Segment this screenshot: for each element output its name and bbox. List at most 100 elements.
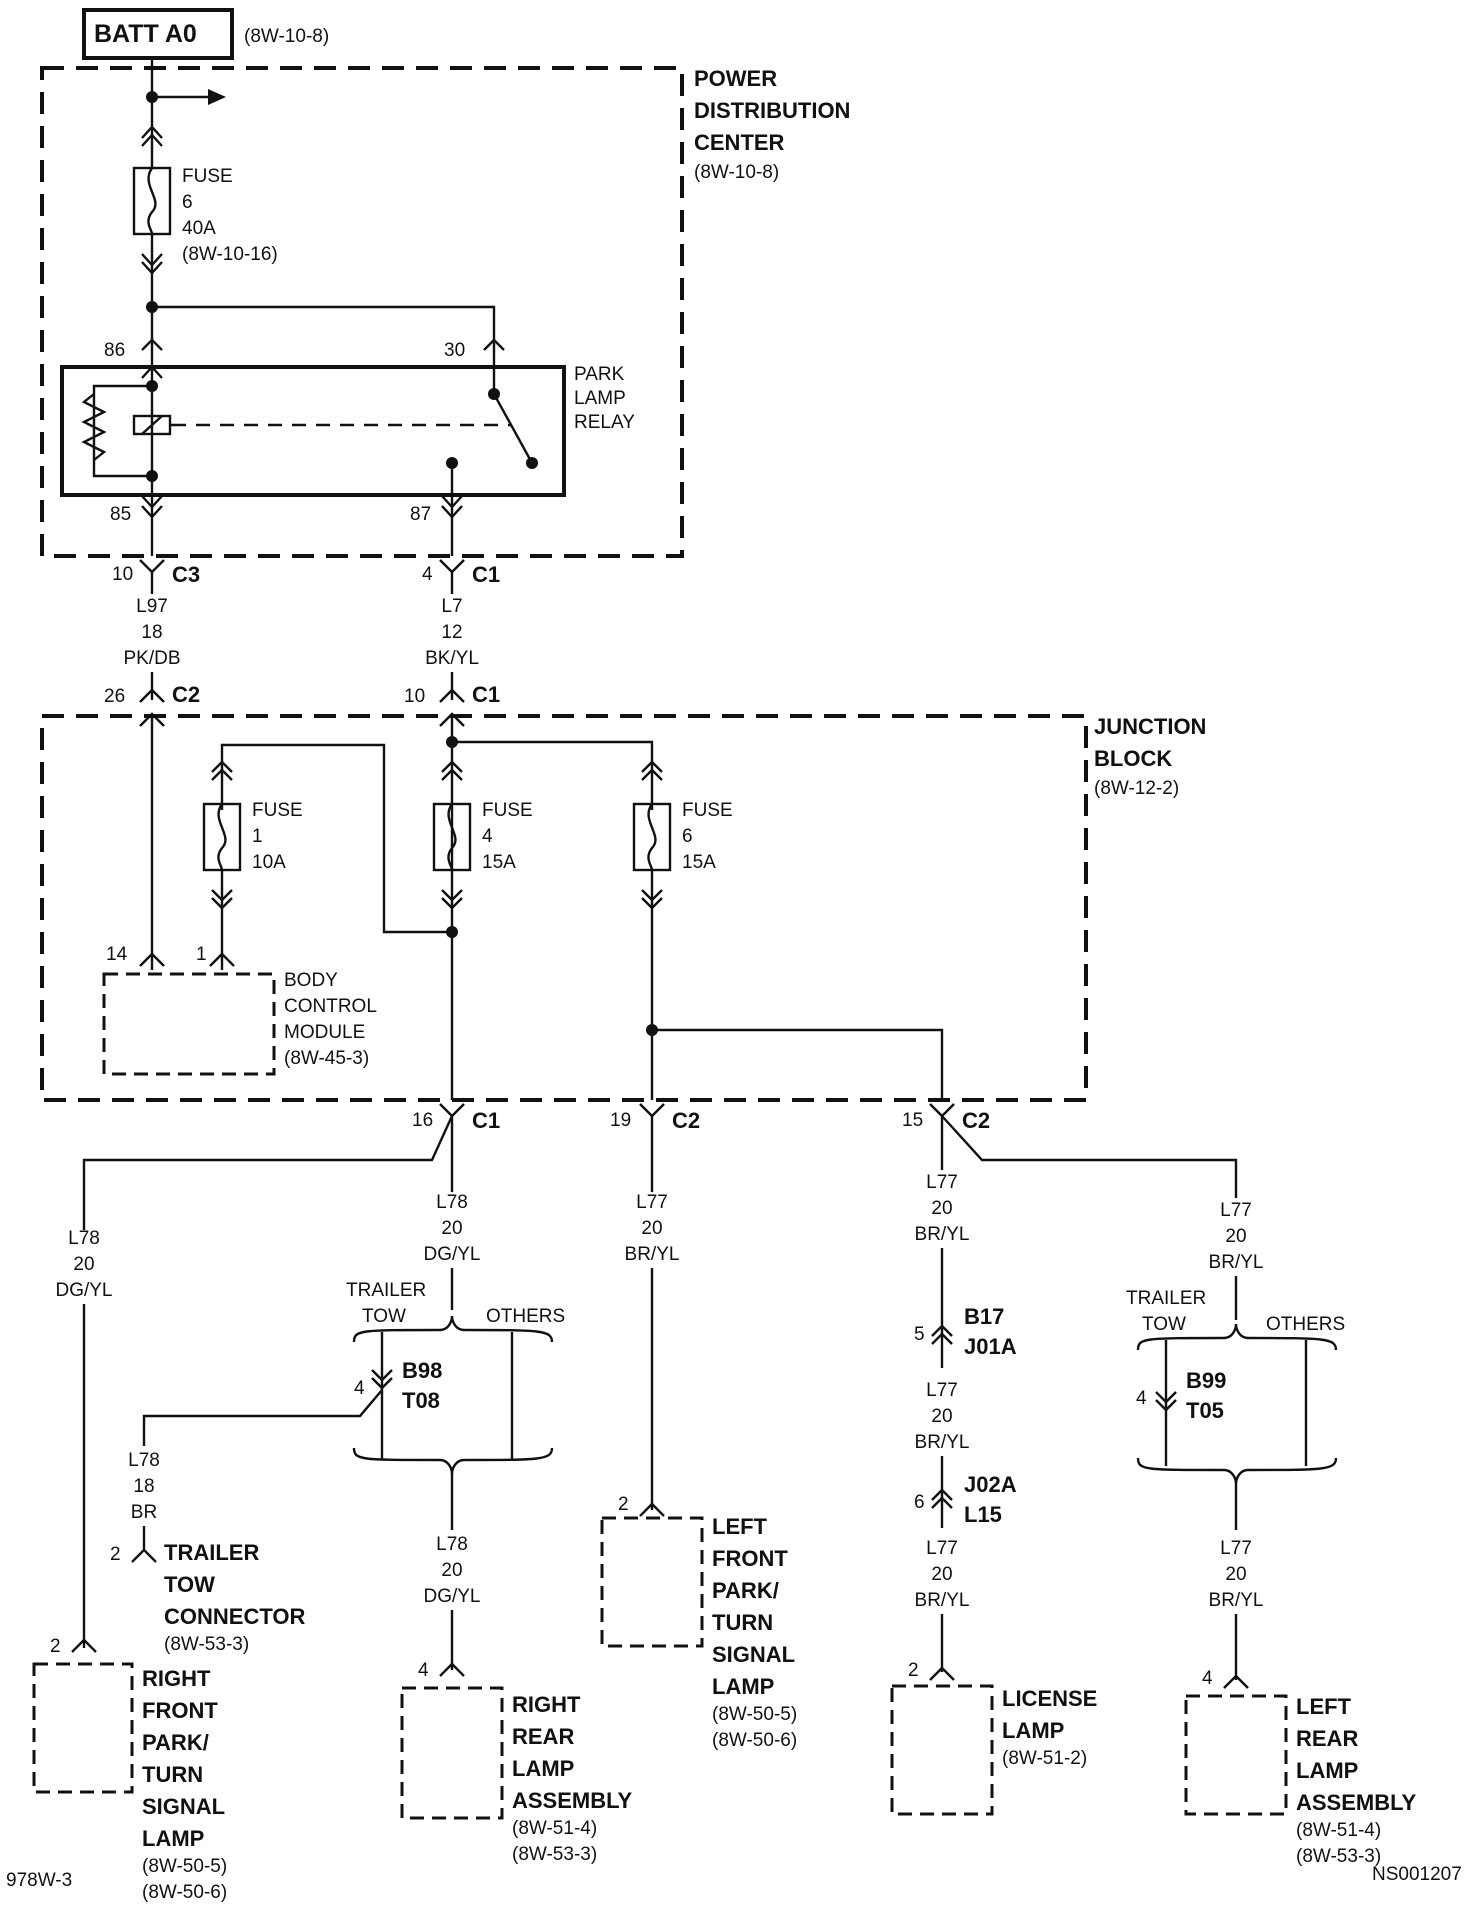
- l78-lower-circuit: L78: [436, 1534, 468, 1555]
- out-c2a-pin: 19: [610, 1110, 631, 1131]
- lfp-label-1: LEFT: [712, 1514, 768, 1539]
- fuse-term-icon: [441, 768, 463, 781]
- l77-a-gauge: 20: [641, 1218, 662, 1239]
- pdc-ref: (8W-10-8): [694, 162, 779, 183]
- fuse6-amp: 15A: [682, 852, 716, 873]
- lfp-box: [600, 1516, 704, 1648]
- bcm-ref: (8W-45-3): [284, 1048, 369, 1069]
- b17-l1: B17: [964, 1304, 1004, 1329]
- jb-ref: (8W-12-2): [1094, 778, 1179, 799]
- l78-left-gauge: 20: [73, 1254, 94, 1275]
- bcm-label-1: BODY: [284, 970, 338, 991]
- relay-box: [60, 365, 566, 497]
- lfp-conn-icon: [639, 1502, 665, 1517]
- switch-arm: [492, 393, 534, 464]
- out-c2b-pin: 15: [902, 1110, 923, 1131]
- conn-c1-jb-icon: [439, 688, 465, 703]
- relay-term-icon: [141, 365, 163, 379]
- conn-c1-icon: [439, 559, 465, 574]
- l77-b-color: BR/YL: [915, 1224, 970, 1245]
- footer-right: NS001207: [1372, 1864, 1462, 1885]
- b17-pin: 5: [914, 1324, 925, 1345]
- l77-b2-circuit: L77: [926, 1380, 958, 1401]
- rfp-conn-icon: [71, 1638, 97, 1653]
- lfp-label-3: PARK/: [712, 1578, 779, 1603]
- conn-30-icon: [483, 338, 505, 351]
- l77-b-circuit: L77: [926, 1172, 958, 1193]
- relay-pin30: 30: [444, 340, 465, 361]
- term-icon: [439, 712, 465, 727]
- pdc-title-2: DISTRIBUTION: [694, 98, 850, 123]
- lfp-label-6: LAMP: [712, 1674, 774, 1699]
- fuse6-feed-wire: [452, 740, 654, 810]
- opt-mid-left-1: TRAILER: [346, 1280, 426, 1301]
- arrow-right-icon: [208, 89, 226, 105]
- rfp-label-1: RIGHT: [142, 1666, 211, 1691]
- batt-label: BATT A0: [94, 20, 197, 48]
- trailer-conn-icon: [131, 1548, 157, 1563]
- fuse1-num: 1: [252, 826, 263, 847]
- wire-l77-c: [941, 1115, 1238, 1198]
- lfp-label-4: TURN: [712, 1610, 773, 1635]
- pdc-box: [40, 66, 684, 558]
- out-c1-pin: 16: [412, 1110, 433, 1131]
- b98-conn-icon: [371, 1377, 393, 1390]
- lic-pin: 2: [908, 1660, 919, 1681]
- conn-c1-jb-name: C1: [472, 682, 500, 707]
- l77-c2-gauge: 20: [1225, 1564, 1246, 1585]
- rra-label-3: LAMP: [512, 1756, 574, 1781]
- j02a-l1: J02A: [964, 1472, 1017, 1497]
- l77-b3-circuit: L77: [926, 1538, 958, 1559]
- b99-l1: B99: [1186, 1368, 1226, 1393]
- rra-ref-1: (8W-51-4): [512, 1818, 597, 1839]
- opt-right-left-1: TRAILER: [1126, 1288, 1206, 1309]
- b17-l2: J01A: [964, 1334, 1017, 1359]
- l7-gauge: 12: [441, 622, 462, 643]
- l97-gauge: 18: [141, 622, 162, 643]
- l7-circuit: L7: [441, 596, 462, 617]
- fuse-term-icon: [211, 760, 233, 773]
- lfp-ref-1: (8W-50-5): [712, 1704, 797, 1725]
- lfp-label-2: FRONT: [712, 1546, 788, 1571]
- fuse-term-icon: [641, 760, 663, 773]
- out-c2b-name: C2: [962, 1108, 990, 1133]
- rfp-label-6: LAMP: [142, 1826, 204, 1851]
- lic-label-1: LICENSE: [1002, 1686, 1097, 1711]
- fuse6-icon: [632, 802, 672, 872]
- j02a-l2: L15: [964, 1502, 1002, 1527]
- fuse6-branch-wire: [652, 1028, 944, 1100]
- l77-a-circuit: L77: [636, 1192, 668, 1213]
- b98-l1: B98: [402, 1358, 442, 1383]
- out-c2a-name: C2: [672, 1108, 700, 1133]
- lfp-label-5: SIGNAL: [712, 1642, 795, 1667]
- lra-label-2: REAR: [1296, 1726, 1358, 1751]
- lra-conn-icon: [1223, 1674, 1249, 1689]
- rra-pin: 4: [418, 1660, 429, 1681]
- relay-pin87: 87: [410, 504, 431, 525]
- l77-c-color: BR/YL: [1209, 1252, 1264, 1273]
- fuse-term-icon: [441, 760, 463, 773]
- pdc-title-3: CENTER: [694, 130, 785, 155]
- l78-br-color: BR: [131, 1502, 157, 1523]
- relay-30-wire: [152, 305, 496, 355]
- relay-label-2: LAMP: [574, 388, 626, 409]
- lra-ref-2: (8W-53-3): [1296, 1846, 1381, 1867]
- l77-b3-color: BR/YL: [915, 1590, 970, 1611]
- l78-left-color: DG/YL: [55, 1280, 112, 1301]
- batt-ref: (8W-10-8): [244, 26, 329, 47]
- out-c2b-icon: [929, 1103, 955, 1118]
- lra-pin: 4: [1202, 1668, 1213, 1689]
- lfp-pin: 2: [618, 1494, 629, 1515]
- l77-a-color: BR/YL: [625, 1244, 680, 1265]
- opt-right-right: OTHERS: [1266, 1314, 1345, 1335]
- option-brace-top-right: [1136, 1323, 1338, 1351]
- b99-pin: 4: [1136, 1388, 1147, 1409]
- fuse4-label: FUSE: [482, 800, 533, 821]
- conn-c3-pin: 10: [112, 564, 133, 585]
- bcm-label-3: MODULE: [284, 1022, 365, 1043]
- bcm-label-2: CONTROL: [284, 996, 377, 1017]
- j02a-pin: 6: [914, 1492, 925, 1513]
- l78-br-circuit: L78: [128, 1450, 160, 1471]
- out-c1-icon: [439, 1103, 465, 1118]
